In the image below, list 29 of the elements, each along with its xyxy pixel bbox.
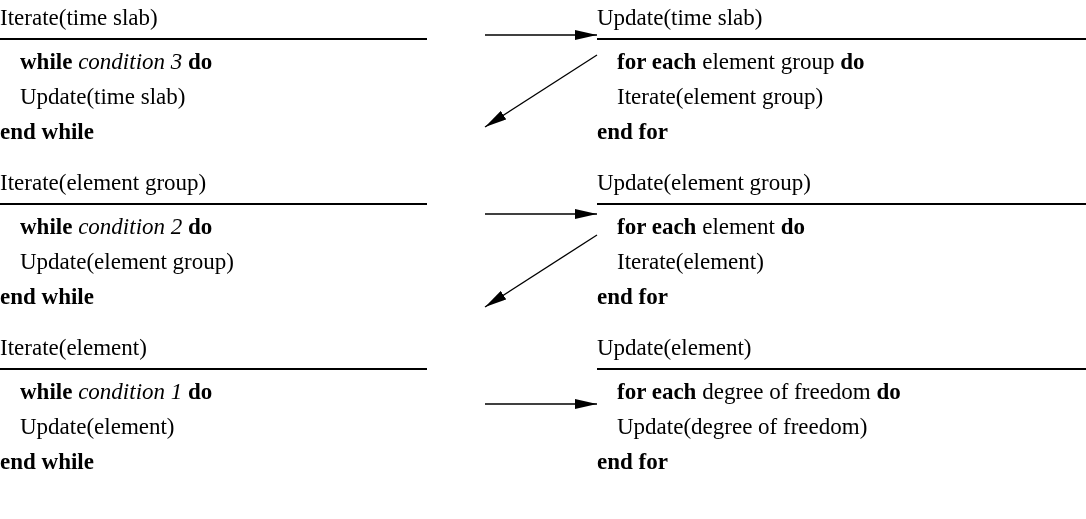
arrow: [484, 54, 598, 128]
code-line: for each degree of freedom do: [617, 378, 901, 406]
code-line: Update(time slab): [20, 83, 186, 111]
code-line: for each element do: [617, 213, 805, 241]
arrow: [484, 30, 598, 40]
code-line: Update(element): [20, 413, 175, 441]
code-line: Update(degree of freedom): [617, 413, 868, 441]
procedure-heading: Iterate(time slab): [0, 4, 158, 32]
code-line: end for: [597, 118, 668, 146]
code-line: end for: [597, 283, 668, 311]
procedure-heading: Iterate(element): [0, 334, 147, 362]
code-line: while condition 1 do: [20, 378, 213, 406]
procedure-heading: Iterate(element group): [0, 169, 207, 197]
code-line: end while: [0, 118, 94, 146]
code-line: end while: [0, 448, 94, 476]
arrow: [484, 399, 598, 409]
code-line: Iterate(element group): [617, 83, 824, 111]
procedure-heading: Update(element group): [597, 169, 811, 197]
procedure-heading: Update(time slab): [597, 4, 763, 32]
code-line: Update(element group): [20, 248, 234, 276]
arrow: [484, 209, 598, 219]
code-line: while condition 2 do: [20, 213, 213, 241]
code-line: Iterate(element): [617, 248, 764, 276]
code-line: for each element group do: [617, 48, 865, 76]
code-line: end for: [597, 448, 668, 476]
code-line: while condition 3 do: [20, 48, 213, 76]
arrow: [484, 234, 598, 308]
procedure-heading: Update(element): [597, 334, 752, 362]
code-line: end while: [0, 283, 94, 311]
